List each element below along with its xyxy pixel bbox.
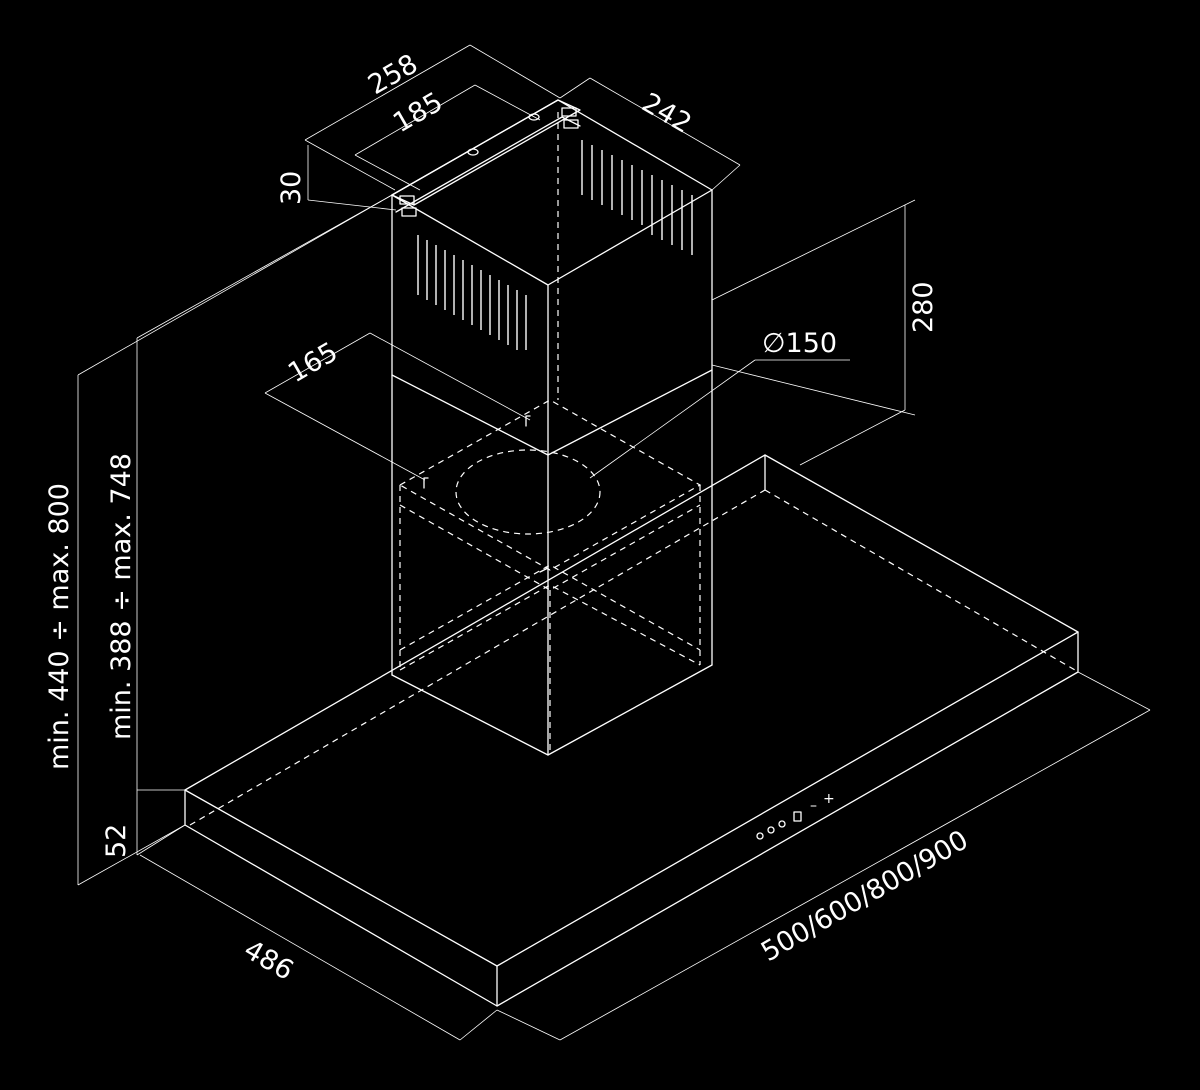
label-242: 242 — [637, 87, 697, 140]
button-icon — [756, 832, 764, 840]
mount-hook-icon — [539, 567, 549, 573]
label-total-height: min. 440 ÷ max. 800 — [44, 483, 75, 770]
bracket-slot — [561, 107, 577, 117]
bracket-slot — [399, 195, 415, 205]
control-panel: – + — [756, 791, 835, 840]
duct-outlet — [455, 449, 601, 535]
label-diameter-150: ∅150 — [762, 328, 837, 359]
vent-slots-left — [417, 235, 527, 350]
mount-hook-icon — [423, 477, 429, 489]
mount-hook-icon — [525, 415, 531, 427]
label-280: 280 — [908, 281, 939, 333]
bracket-slot — [563, 119, 579, 129]
button-icon — [778, 820, 786, 828]
label-chimney-height-range: min. 388 ÷ max. 748 — [106, 453, 137, 740]
label-185: 185 — [388, 86, 448, 139]
dimension-labels: 258 185 242 30 280 ∅150 165 min. 440 ÷ m… — [44, 48, 974, 986]
label-52: 52 — [101, 824, 132, 858]
bracket-hole — [528, 113, 540, 121]
canopy — [184, 454, 1079, 1007]
label-486: 486 — [239, 934, 299, 987]
label-165: 165 — [283, 336, 343, 389]
bracket-slot — [401, 207, 417, 217]
minus-symbol: – — [810, 798, 817, 814]
button-icon — [767, 826, 775, 834]
lower-chimney — [399, 399, 702, 755]
display-icon — [793, 811, 802, 822]
label-30: 30 — [276, 171, 307, 205]
dimension-lines — [77, 44, 1151, 1041]
vent-slots-right — [581, 140, 693, 255]
label-canopy-width: 500/600/800/900 — [756, 824, 974, 968]
upper-chimney — [391, 99, 713, 756]
label-258: 258 — [363, 48, 423, 101]
bracket-hole — [467, 148, 479, 156]
plus-symbol: + — [823, 791, 835, 807]
